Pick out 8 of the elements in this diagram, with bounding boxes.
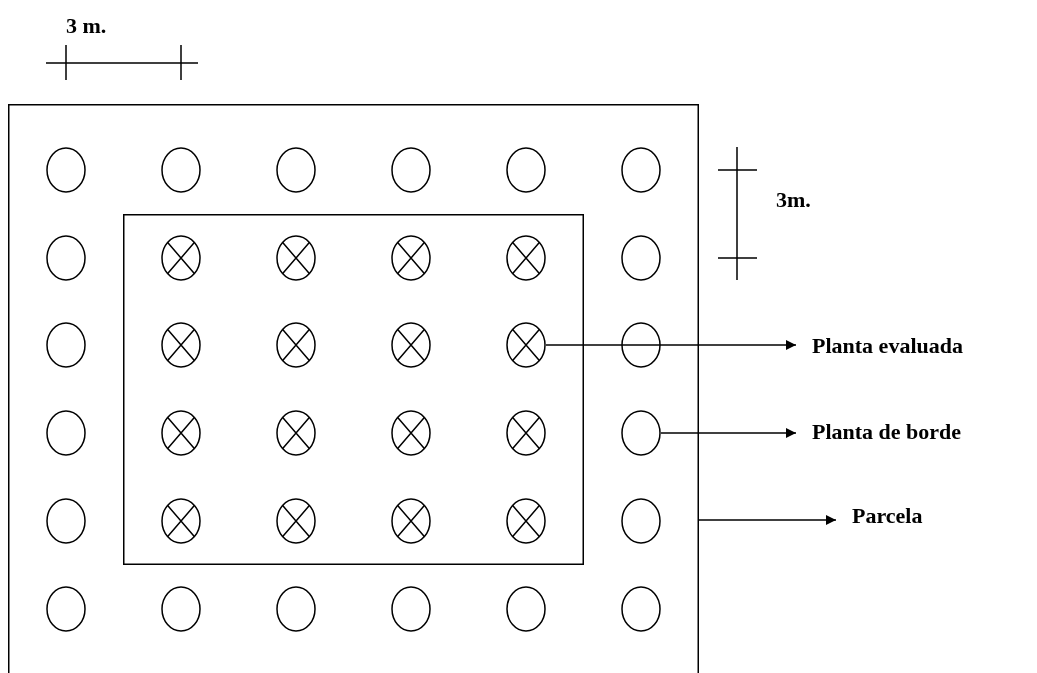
leader-arrow bbox=[660, 428, 797, 438]
leader-arrow bbox=[698, 515, 837, 525]
leader-arrow bbox=[545, 340, 797, 350]
callout-label: Planta evaluada bbox=[812, 335, 963, 357]
callout-label: Parcela bbox=[852, 505, 923, 527]
dimension-label: 3m. bbox=[776, 189, 811, 211]
callout-label: Planta de borde bbox=[812, 421, 962, 443]
dimension-label: 3 m. bbox=[66, 15, 107, 37]
